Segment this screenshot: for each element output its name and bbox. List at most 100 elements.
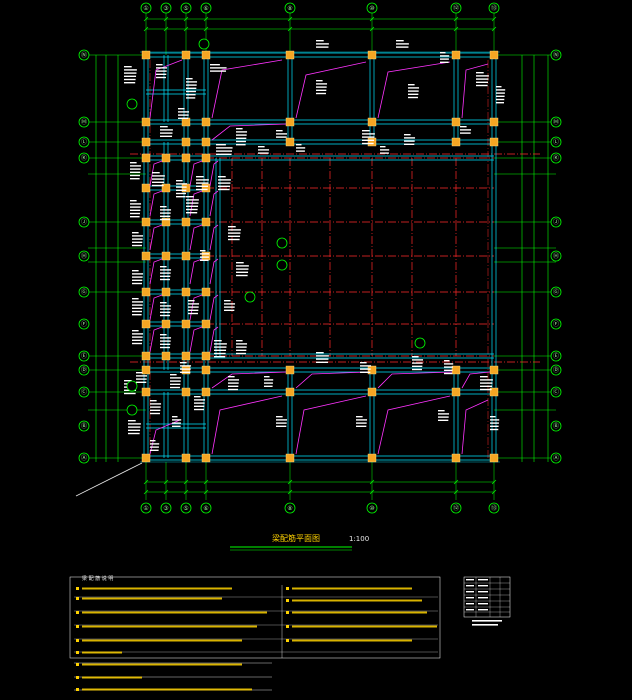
stamp-cell-mark <box>466 579 474 581</box>
rebar-leader <box>209 224 219 251</box>
annotation-mark <box>438 416 449 418</box>
annotation-mark <box>228 229 241 231</box>
annotation-mark <box>156 64 163 66</box>
note-line <box>82 639 242 642</box>
annotation-mark <box>380 146 386 148</box>
axis-bubble-label: ⑧ <box>287 5 292 12</box>
annotation-mark <box>210 67 227 69</box>
annotation-mark <box>130 200 137 202</box>
axis-bubble-label: Ⓛ <box>553 138 559 146</box>
annotation-mark <box>316 83 328 85</box>
rebar-leader <box>377 371 453 389</box>
annotation-mark <box>210 64 220 66</box>
annotation-mark <box>188 312 198 315</box>
annotation-mark <box>408 84 415 86</box>
annotation-mark <box>362 133 375 135</box>
annotation-mark <box>228 235 241 237</box>
annotation-mark <box>160 278 170 281</box>
rebar-leader <box>189 190 203 217</box>
column <box>201 319 211 329</box>
annotation-mark <box>186 81 198 83</box>
annotation-mark <box>186 94 196 96</box>
column <box>285 387 295 397</box>
annotation-mark <box>160 305 172 307</box>
annotation-mark <box>170 377 182 379</box>
annotation-mark <box>130 212 140 215</box>
annotation-mark <box>276 419 288 421</box>
annotation-mark <box>172 425 181 427</box>
axis-bubble-circle <box>78 49 90 61</box>
annotation-mark <box>128 420 136 422</box>
axis-bubble-label: ⑬ <box>491 4 497 12</box>
annotation-mark <box>150 449 159 451</box>
annotation-mark <box>216 147 233 149</box>
annotation-mark <box>476 78 489 80</box>
axis-bubble-label: Ⓙ <box>81 218 87 226</box>
annotation-mark <box>356 416 363 418</box>
annotation-mark <box>160 337 172 339</box>
annotation-mark <box>132 282 142 285</box>
stamp-caption-mark <box>472 624 498 626</box>
axis-bubble: ⑥ <box>200 2 212 14</box>
annotation-mark <box>236 265 249 267</box>
axis-bubble-circle <box>366 2 378 14</box>
annotation-mark <box>362 142 374 145</box>
annotation-mark <box>132 238 143 240</box>
note-bullet <box>286 639 289 642</box>
rebar-leader <box>149 160 163 187</box>
annotation-mark <box>228 379 240 381</box>
annotation-mark <box>178 117 189 119</box>
stamp-frame <box>463 576 511 618</box>
annotation-mark <box>194 405 205 407</box>
annotation-mark <box>186 84 197 86</box>
axis-bubble: Ⓗ <box>550 250 562 262</box>
axis-bubble-circle <box>180 2 192 14</box>
annotation-mark <box>176 186 187 188</box>
annotation-mark <box>480 382 493 384</box>
annotation-mark <box>132 270 139 272</box>
axis-bubble-circle <box>284 2 296 14</box>
axis-bubble: ⑤ <box>180 2 192 14</box>
annotation-mark <box>136 378 147 380</box>
annotation-mark <box>490 422 499 424</box>
annotation-mark <box>236 137 247 139</box>
axis-bubble: ⑫ <box>450 502 462 514</box>
rebar-leader <box>461 371 491 389</box>
annotation-mark <box>186 97 196 99</box>
axis-bubble-circle <box>276 259 288 271</box>
annotation-mark <box>186 208 198 211</box>
annotation-mark <box>160 308 171 310</box>
annotation-mark <box>132 342 142 345</box>
axis-bubble-label: Ⓙ <box>553 218 559 226</box>
rebar-leader <box>209 326 219 353</box>
annotation-mark <box>130 171 141 173</box>
annotation-mark <box>152 175 165 177</box>
axis-bubble: Ⓐ <box>78 452 90 464</box>
annotation-mark <box>132 314 142 316</box>
axis-bubble: ⑩ <box>366 2 378 14</box>
annotation-mark <box>236 131 248 133</box>
annotation-mark <box>362 136 375 138</box>
axis-bubble-label: ⑫ <box>453 4 459 12</box>
drawing-title-block: 梁配筋平面图 1:100 <box>230 533 369 551</box>
annotation-mark <box>214 352 226 355</box>
annotation-mark <box>170 374 177 376</box>
axis-bubble-circle <box>78 250 90 262</box>
axis-bubble: Ⓗ <box>78 250 90 262</box>
annotation-mark <box>258 152 269 154</box>
column <box>181 287 191 297</box>
column <box>181 117 191 127</box>
annotation-mark <box>132 244 142 247</box>
axis-bubble-circle <box>276 237 288 249</box>
annotation-mark <box>130 203 142 205</box>
annotation-mark <box>236 274 248 277</box>
annotation-mark <box>408 90 419 92</box>
annotation-mark <box>228 376 235 378</box>
annotation-mark <box>480 388 492 391</box>
rebar-leader <box>461 63 489 119</box>
annotation-mark <box>152 178 165 180</box>
annotation-mark <box>214 343 227 345</box>
note-bullet <box>76 663 79 666</box>
